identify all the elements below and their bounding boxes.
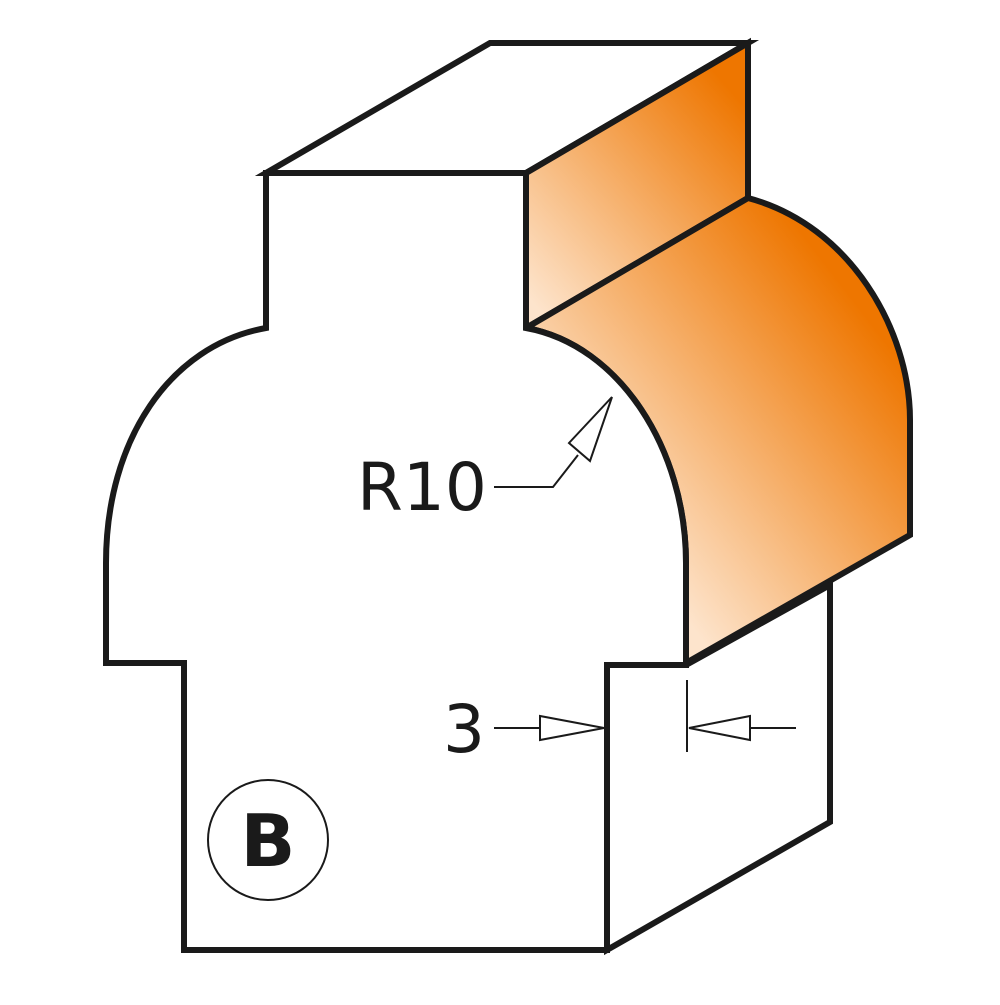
radius-label: R10 bbox=[357, 449, 487, 526]
radius-leader-line bbox=[494, 454, 579, 488]
radius-arrowhead bbox=[567, 396, 613, 463]
profile-badge: B bbox=[207, 779, 329, 901]
front-profile-face bbox=[103, 170, 689, 953]
radius-dimension bbox=[494, 396, 613, 488]
offset-left-arrowhead bbox=[539, 714, 605, 742]
offset-label: 3 bbox=[443, 691, 485, 768]
offset-dimension bbox=[494, 680, 796, 752]
badge-letter: B bbox=[241, 799, 296, 883]
badge-circle bbox=[207, 779, 329, 901]
